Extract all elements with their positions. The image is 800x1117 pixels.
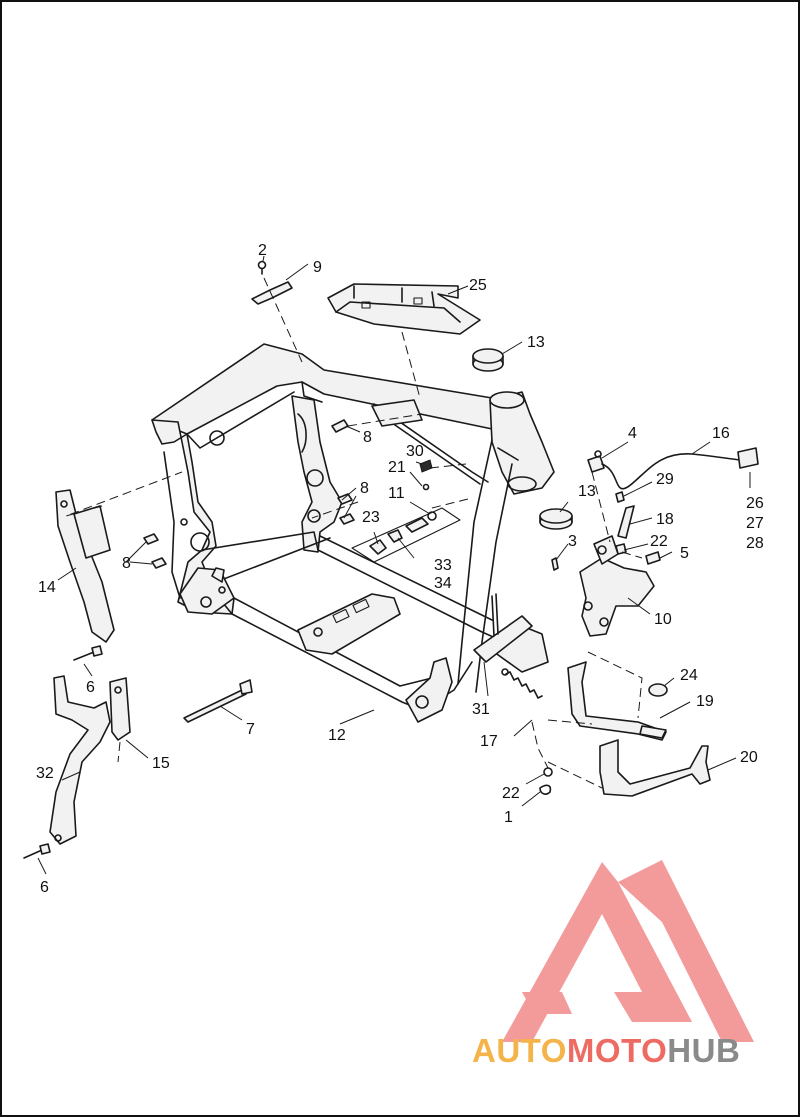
callout-25: 25: [469, 277, 487, 294]
wordmark-auto: AUTO: [472, 1032, 567, 1069]
frame-assembly: [151, 343, 555, 723]
part-29-pin: [615, 491, 625, 503]
callout-9: 9: [313, 259, 322, 276]
part-32-arm: [49, 675, 111, 845]
wordmark-hub: HUB: [667, 1032, 741, 1069]
callout-17: 17: [480, 733, 498, 750]
part-33-34-lock-kit: [351, 507, 461, 563]
callout-22-upper: 22: [650, 533, 668, 550]
part-21-nut: [422, 483, 430, 491]
part-31-strap: [491, 593, 499, 637]
callout-4: 4: [628, 425, 637, 442]
part-17-spring: [501, 668, 543, 699]
assembly-guides: [65, 277, 643, 789]
callout-34: 34: [434, 575, 452, 592]
callout-5: 5: [680, 545, 689, 562]
part-15-bracket: [109, 677, 131, 741]
part-24-knob: [648, 683, 668, 697]
callout-24: 24: [680, 667, 698, 684]
part-18-pin: [617, 505, 635, 539]
automotohub-logo-mark: [502, 860, 754, 1042]
callout-23: 23: [362, 509, 380, 526]
part-9-clip: [251, 281, 293, 305]
callout-11: 11: [388, 485, 405, 502]
callout-27: 27: [746, 515, 764, 532]
callout-12: 12: [328, 727, 346, 744]
part-25-tray: [327, 283, 481, 335]
automotohub-wordmark: AUTOMOTOHUB: [472, 1032, 798, 1070]
callout-31: 31: [472, 701, 490, 718]
callout-7: 7: [246, 721, 255, 738]
part-1-clip: [539, 784, 552, 795]
part-10-bracket: [579, 535, 655, 637]
part-6-bolt-lower: [23, 843, 51, 859]
part-22-washer-lower: [543, 767, 553, 777]
part-13-bearing-lower: [539, 508, 573, 530]
part-3-fitting: [551, 557, 559, 571]
part-13-bearing-upper: [472, 348, 504, 372]
part-30-bolt: [419, 459, 433, 473]
callout-13-lower: 13: [578, 483, 596, 500]
callout-19: 19: [696, 693, 714, 710]
callout-33: 33: [434, 557, 452, 574]
callout-leaders: [37, 255, 751, 875]
callout-29: 29: [656, 471, 674, 488]
callout-15: 15: [152, 755, 170, 772]
part-20-stand: [599, 739, 711, 797]
callout-2: 2: [258, 242, 267, 259]
part-19-lever: [567, 661, 667, 741]
callout-18: 18: [656, 511, 674, 528]
part-4-sensor: [587, 450, 605, 473]
part-5-bolt: [645, 551, 661, 565]
part-16-cable: [601, 447, 759, 490]
callout-3: 3: [568, 533, 577, 550]
callout-20: 20: [740, 749, 758, 766]
wordmark-moto: MOTO: [566, 1032, 668, 1069]
callout-28: 28: [746, 535, 764, 552]
callout-8-middle: 8: [360, 480, 369, 497]
callout-26: 26: [746, 495, 764, 512]
part-14-bracket: [55, 489, 115, 643]
part-2-screw: [257, 260, 267, 275]
callout-1: 1: [504, 809, 513, 826]
callout-6-lower: 6: [40, 879, 49, 896]
callout-10: 10: [654, 611, 672, 628]
callout-8-left: 8: [122, 555, 131, 572]
callout-30: 30: [406, 443, 424, 460]
part-6-bolt-upper: [73, 645, 103, 661]
part-7-tie-strap: [183, 679, 253, 723]
callout-14: 14: [38, 579, 56, 596]
callout-22-lower: 22: [502, 785, 520, 802]
callout-16: 16: [712, 425, 730, 442]
callout-32: 32: [36, 765, 54, 782]
callout-21: 21: [388, 459, 406, 476]
callout-labels: 2 9 25 13 8 30 21 8 11 23 8 33 34 4 16 2…: [36, 242, 764, 896]
callout-13-upper: 13: [527, 334, 545, 351]
callout-8-upper: 8: [363, 429, 372, 446]
callout-6-upper: 6: [86, 679, 95, 696]
